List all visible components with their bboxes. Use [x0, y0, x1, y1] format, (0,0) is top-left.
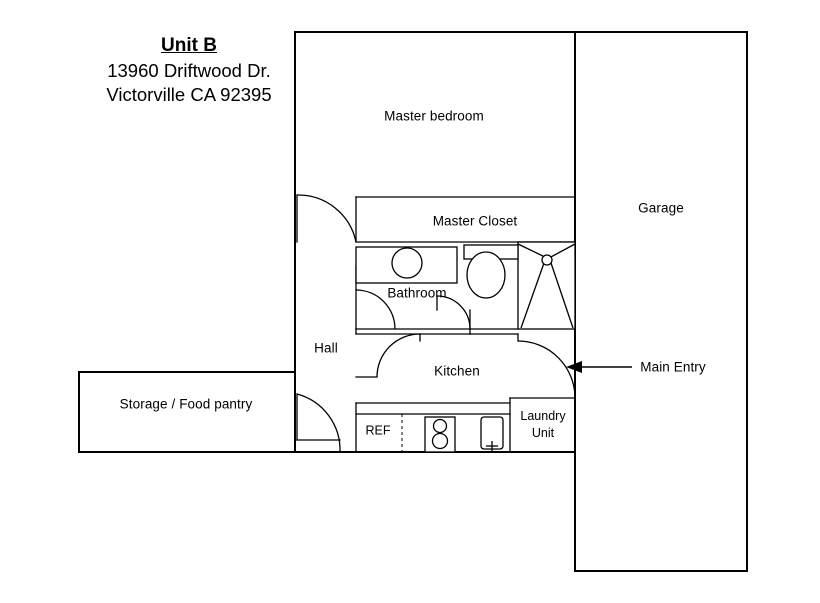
stove-fixture: [424, 416, 456, 453]
room-label-bathroom: Bathroom: [387, 285, 447, 301]
annotation-label-main-entry: Main Entry: [640, 359, 706, 375]
shower-enclosure: [517, 241, 576, 330]
door-kitchen-hall: [355, 333, 421, 378]
kitchen-sink-fixture: [480, 416, 504, 452]
main-entry-arrow: [566, 361, 632, 373]
door-main-entry: [517, 333, 576, 399]
room-label-garage: Garage: [638, 200, 684, 216]
unit-name: Unit B: [161, 35, 217, 56]
bathroom-kitchen-wall: [355, 265, 519, 335]
laundry-line-2: Unit: [531, 426, 555, 440]
garage-outline: [574, 31, 748, 572]
title-block: Unit B 13960 Driftwood Dr. Victorville C…: [86, 33, 292, 107]
room-label-hall: Hall: [314, 340, 338, 356]
laundry-line-1: Laundry: [520, 409, 566, 424]
room-label-master-closet: Master Closet: [432, 213, 518, 229]
door-bathroom-inner: [436, 295, 471, 330]
bathroom-vanity: [355, 246, 458, 284]
room-label-storage-pantry: Storage / Food pantry: [119, 396, 253, 412]
door-pantry: [296, 393, 341, 453]
toilet-fixture: [463, 244, 519, 299]
address-line-2: Victorville CA 92395: [106, 84, 272, 106]
laundry-unit-outline: [509, 397, 576, 453]
room-label-kitchen: Kitchen: [434, 363, 480, 379]
fixture-label-refrigerator: REF: [365, 423, 391, 438]
kitchen-counter: [355, 402, 511, 453]
address-line-1: 13960 Driftwood Dr.: [107, 59, 271, 81]
storage-pantry-outline: [78, 371, 296, 453]
door-master-bedroom: [296, 194, 357, 243]
door-bathroom: [355, 289, 396, 330]
room-label-master-bedroom: Master bedroom: [384, 108, 484, 124]
